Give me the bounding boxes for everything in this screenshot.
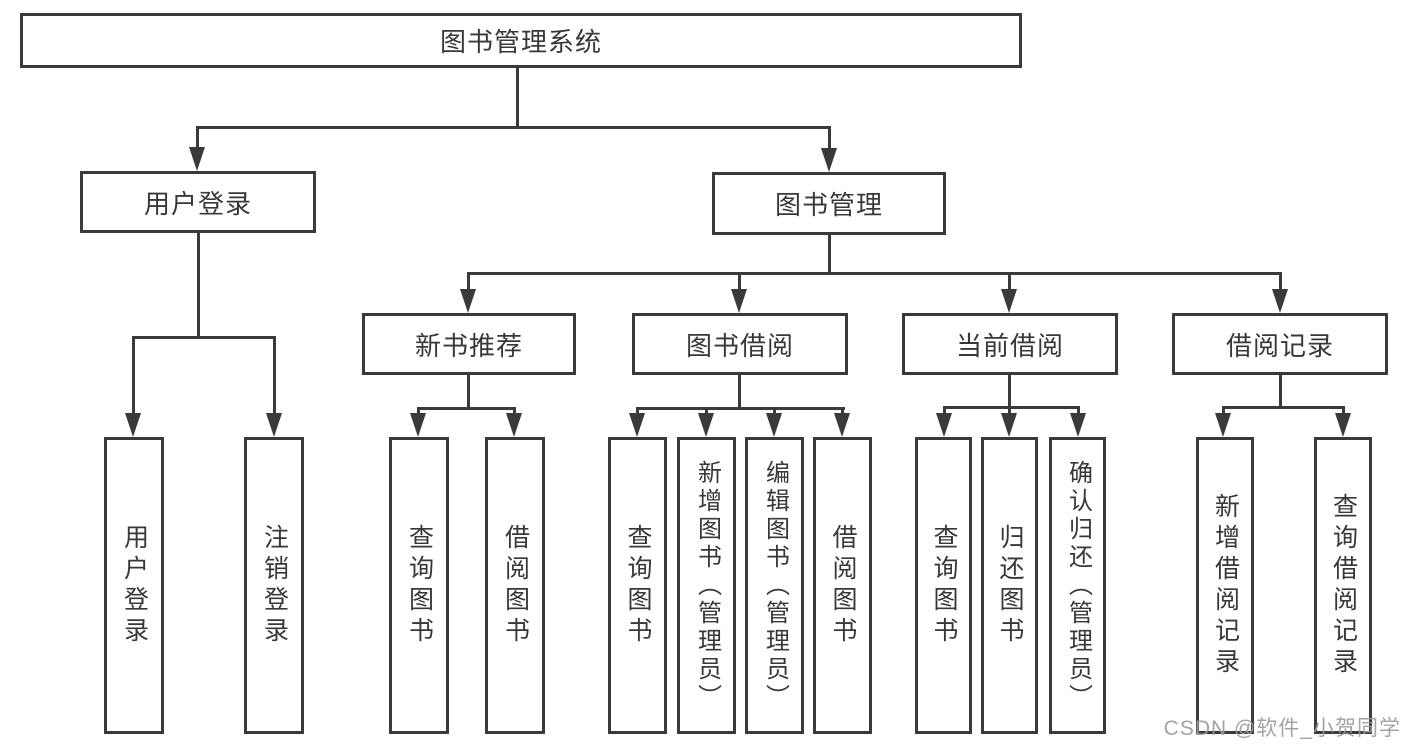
- leaf-query-books-borrow-label: 查询图书: [624, 523, 652, 648]
- arrowhead-br-add: [1215, 413, 1231, 437]
- leaf-borrow-books-recommend-label: 借阅图书: [501, 523, 530, 648]
- connector-book-management-stem: [828, 235, 831, 274]
- connector-drop-leaf-login: [132, 336, 135, 416]
- connector-new-book-stem: [467, 375, 470, 409]
- node-borrow-records-label: 借阅记录: [1225, 330, 1334, 361]
- connector-root-stem: [516, 68, 519, 127]
- arrowhead-br-query: [1335, 413, 1351, 437]
- node-user-login: 用户登录: [80, 171, 316, 233]
- node-user-login-label: 用户登录: [143, 188, 252, 219]
- connector-drop-borrow-records: [1279, 272, 1282, 294]
- connector-drop-bb-edit: [773, 407, 776, 417]
- arrowhead-cb-return: [1001, 413, 1017, 437]
- leaf-query-borrow-record: 查询借阅记录: [1314, 437, 1372, 734]
- node-new-book-recommend: 新书推荐: [362, 313, 576, 375]
- leaf-confirm-return-admin: 确认归还（管理员）: [1049, 437, 1106, 734]
- node-current-borrow: 当前借阅: [902, 313, 1118, 375]
- connector-drop-book-borrow: [738, 272, 741, 294]
- connector-drop-leaf-logout: [273, 336, 276, 416]
- arrowhead-book-borrow: [731, 289, 747, 313]
- connector-current-borrow-stem: [1008, 375, 1011, 408]
- leaf-user-login: 用户登录: [104, 437, 164, 734]
- connector-drop-book-management: [828, 126, 831, 153]
- leaf-user-login-label: 用户登录: [120, 523, 149, 648]
- connector-drop-cb-return: [1008, 406, 1011, 417]
- node-root-label: 图书管理系统: [439, 27, 602, 57]
- arrowhead-current-borrow: [1001, 289, 1017, 313]
- node-book-management: 图书管理: [712, 172, 946, 235]
- connector-new-book-bus: [417, 407, 516, 410]
- arrowhead-book-management: [821, 148, 837, 172]
- connector-drop-br-add: [1222, 406, 1225, 417]
- arrowhead-bb-query: [629, 413, 645, 437]
- connector-drop-br-query: [1342, 406, 1345, 417]
- leaf-query-books-recommend: 查询图书: [389, 437, 449, 734]
- node-book-borrow: 图书借阅: [632, 313, 848, 375]
- arrowhead-leaf-logout: [266, 413, 282, 437]
- node-book-management-label: 图书管理: [774, 190, 883, 220]
- connector-drop-cb-confirm: [1077, 406, 1080, 417]
- connector-drop-cb-query: [943, 406, 946, 417]
- arrowhead-nb-query: [410, 413, 426, 437]
- arrowhead-bb-add: [698, 413, 714, 437]
- leaf-return-book-label: 归还图书: [996, 523, 1024, 648]
- connector-drop-nb-borrow: [513, 407, 516, 417]
- leaf-edit-book-admin: 编辑图书（管理员）: [745, 437, 804, 734]
- node-current-borrow-label: 当前借阅: [955, 330, 1064, 361]
- node-borrow-records: 借阅记录: [1172, 313, 1388, 375]
- arrowhead-bb-edit: [766, 413, 782, 437]
- connector-book-management-bus: [467, 272, 1282, 275]
- leaf-edit-book-admin-label: 编辑图书（管理员）: [761, 459, 789, 712]
- arrowhead-bb-borrow: [834, 413, 850, 437]
- leaf-add-book-admin-label: 新增图书（管理员）: [693, 459, 721, 712]
- leaf-add-borrow-record: 新增借阅记录: [1196, 437, 1254, 734]
- connector-drop-bb-add: [705, 407, 708, 417]
- leaf-borrow-books-borrow: 借阅图书: [813, 437, 872, 734]
- connector-borrow-records-bus: [1222, 406, 1345, 409]
- arrowhead-user-login: [189, 147, 205, 171]
- connector-drop-new-book: [467, 272, 470, 294]
- leaf-borrow-books-recommend: 借阅图书: [485, 437, 545, 734]
- leaf-query-books-borrow: 查询图书: [608, 437, 667, 734]
- leaf-query-books-current-label: 查询图书: [930, 523, 958, 648]
- leaf-query-books-current: 查询图书: [915, 437, 972, 734]
- leaf-add-book-admin: 新增图书（管理员）: [677, 437, 736, 734]
- leaf-return-book: 归还图书: [981, 437, 1038, 734]
- leaf-confirm-return-admin-label: 确认归还（管理员）: [1064, 459, 1092, 712]
- connector-drop-nb-query: [417, 407, 420, 417]
- node-new-book-recommend-label: 新书推荐: [414, 330, 523, 361]
- arrowhead-nb-borrow: [506, 413, 522, 437]
- csdn-watermark: CSDN @软件_小贺同学: [1163, 717, 1401, 740]
- connector-root-bus: [196, 126, 831, 129]
- connector-book-borrow-bus: [636, 407, 845, 410]
- node-book-borrow-label: 图书借阅: [685, 330, 794, 361]
- connector-borrow-records-stem: [1279, 375, 1282, 408]
- arrowhead-new-book: [460, 289, 476, 313]
- connector-drop-user-login: [196, 126, 199, 152]
- arrowhead-cb-confirm: [1070, 413, 1086, 437]
- arrowhead-cb-query: [936, 413, 952, 437]
- connector-current-borrow-bus: [943, 406, 1080, 409]
- connector-drop-current-borrow: [1008, 272, 1011, 294]
- connector-user-login-stem: [197, 233, 200, 338]
- leaf-borrow-books-borrow-label: 借阅图书: [829, 523, 857, 648]
- leaf-logout-label: 注销登录: [260, 523, 289, 648]
- connector-user-login-bus: [132, 336, 276, 339]
- arrowhead-leaf-login: [125, 413, 141, 437]
- node-root: 图书管理系统: [20, 13, 1022, 68]
- leaf-query-books-recommend-label: 查询图书: [405, 523, 434, 648]
- arrowhead-borrow-records: [1272, 289, 1288, 313]
- connector-drop-bb-query: [636, 407, 639, 417]
- leaf-add-borrow-record-label: 新增借阅记录: [1211, 492, 1240, 679]
- leaf-query-borrow-record-label: 查询借阅记录: [1329, 492, 1358, 679]
- leaf-logout: 注销登录: [244, 437, 304, 734]
- connector-book-borrow-stem: [738, 375, 741, 409]
- connector-drop-bb-borrow: [841, 407, 844, 417]
